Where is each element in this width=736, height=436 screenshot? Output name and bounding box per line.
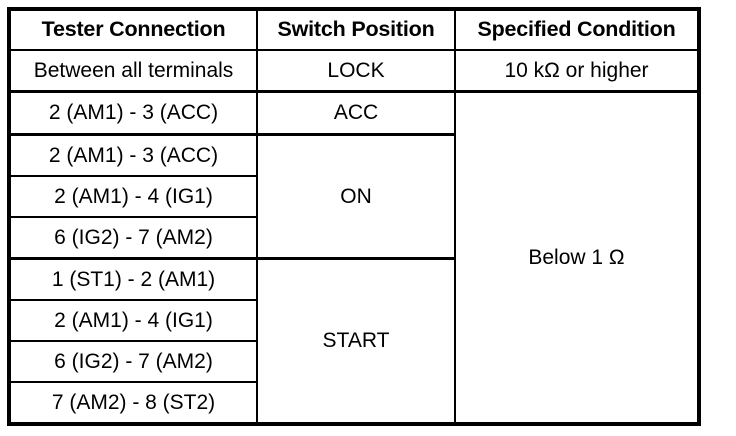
cell-switch-position: ACC	[256, 90, 456, 136]
cell-switch-position: LOCK	[256, 49, 456, 93]
table-body: Between all terminals LOCK 10 kΩ or high…	[8, 49, 700, 426]
cell-tester-connection: 2 (AM1) - 3 (ACC)	[8, 90, 258, 136]
cell-switch-position-merged-on: ON	[256, 132, 456, 260]
column-header-tester-connection: Tester Connection	[8, 8, 258, 51]
table-row: 2 (AM1) - 3 (ACC) ACC Below 1 Ω	[8, 90, 700, 426]
table-row: Between all terminals LOCK 10 kΩ or high…	[8, 49, 700, 93]
cell-tester-connection: Between all terminals	[8, 49, 258, 93]
spec-table-container: Tester Connection Switch Position Specif…	[7, 7, 701, 426]
cell-tester-connection: 6 (IG2) - 7 (AM2)	[8, 339, 258, 383]
cell-tester-connection: 6 (IG2) - 7 (AM2)	[8, 215, 258, 260]
table-header-row: Tester Connection Switch Position Specif…	[8, 8, 700, 51]
cell-specified-condition-merged: Below 1 Ω	[454, 90, 700, 426]
cell-tester-connection: 2 (AM1) - 4 (IG1)	[8, 174, 258, 218]
table-row: 6 (IG2) - 7 (AM2)	[8, 215, 699, 260]
table-row: 1 (ST1) - 2 (AM1) START	[8, 256, 699, 425]
cell-tester-connection: 1 (ST1) - 2 (AM1)	[8, 256, 258, 301]
column-header-switch-position: Switch Position	[256, 8, 456, 51]
cell-tester-connection: 2 (AM1) - 4 (IG1)	[8, 298, 258, 342]
cell-switch-position-merged-start: START	[256, 256, 456, 425]
ignition-switch-inspection-table: Tester Connection Switch Position Specif…	[7, 7, 701, 426]
table-row: 6 (IG2) - 7 (AM2)	[8, 339, 699, 383]
cell-tester-connection: 7 (AM2) - 8 (ST2)	[8, 380, 258, 425]
table-row: 2 (AM1) - 4 (IG1)	[8, 174, 699, 218]
column-header-specified-condition: Specified Condition	[454, 8, 700, 51]
table-row: 7 (AM2) - 8 (ST2)	[8, 380, 699, 425]
cell-tester-connection: 2 (AM1) - 3 (ACC)	[8, 132, 258, 177]
table-header: Tester Connection Switch Position Specif…	[8, 8, 700, 51]
table-row: 2 (AM1) - 4 (IG1)	[8, 298, 699, 342]
cell-specified-condition: 10 kΩ or higher	[454, 49, 700, 93]
table-row: 2 (AM1) - 3 (ACC) ON	[8, 132, 699, 260]
